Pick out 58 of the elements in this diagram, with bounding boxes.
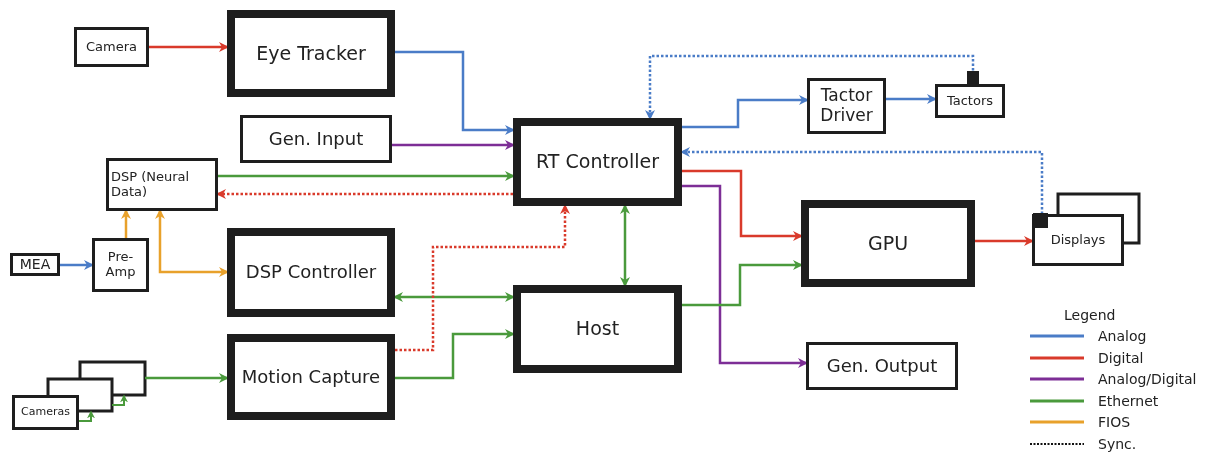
signal-arrow [682,95,809,129]
signal-arrow [60,260,94,270]
node-label: RT Controller [536,151,659,173]
signal-arrow [620,204,630,287]
signal-arrow [395,50,515,135]
signal-arrow [395,329,515,380]
legend-title: Legend [1064,307,1116,323]
signal-arrow [121,209,131,238]
node-label: Pre- Amp [104,250,137,280]
node-label: DSP Controller [245,262,377,283]
device-box [1032,214,1124,266]
node-label: Cameras [21,406,70,419]
legend-label: Analog [1098,328,1147,344]
signal-arrow [886,94,937,104]
node-label: GPU [867,232,909,255]
device-box [106,158,218,211]
legend-label: Analog/Digital [1098,371,1197,387]
signal-arrow [682,260,803,307]
device-box [806,342,958,390]
node-label: Tactors [946,93,994,109]
device-box [240,115,392,163]
device-box [807,78,886,134]
signal-arrow [975,236,1034,246]
node-label: DSP (Neural Data) [111,169,191,200]
device-box [10,253,60,276]
node-label: MEA [19,256,51,273]
legend-label: Sync. [1098,435,1137,452]
legend-label: Digital [1098,349,1144,366]
subsystem-box [801,200,975,287]
node-label: Gen. Output [826,355,938,377]
node-label: Eye Tracker [256,42,366,65]
subsystem-box [513,285,682,373]
signal-arrow [218,171,515,181]
signal-arrow [682,184,808,368]
device-box [74,27,149,67]
subsystem-box [227,228,395,317]
signal-arrow [155,209,229,277]
node-label: Gen. Input [268,128,364,150]
node-label: Tactor Driver [819,86,874,126]
sync-connector [216,189,513,199]
node-label: Motion Capture [241,366,381,388]
legend-label: FIOS [1098,414,1131,430]
device-box [92,238,149,292]
subsystem-box [513,118,682,206]
device-box [12,395,79,430]
signal-arrow [145,373,229,383]
node-label: Camera [86,39,137,55]
legend-label: Ethernet [1098,392,1159,409]
node-label: Host [575,318,620,340]
sync-connector [645,54,975,120]
signal-arrow [392,140,515,150]
signal-arrow [682,169,803,241]
node-label: Displays [1050,232,1106,248]
signal-arrow [149,42,229,52]
subsystem-box [227,334,395,420]
device-box [935,84,1005,118]
subsystem-box [227,10,395,97]
sync-connector [395,204,570,352]
